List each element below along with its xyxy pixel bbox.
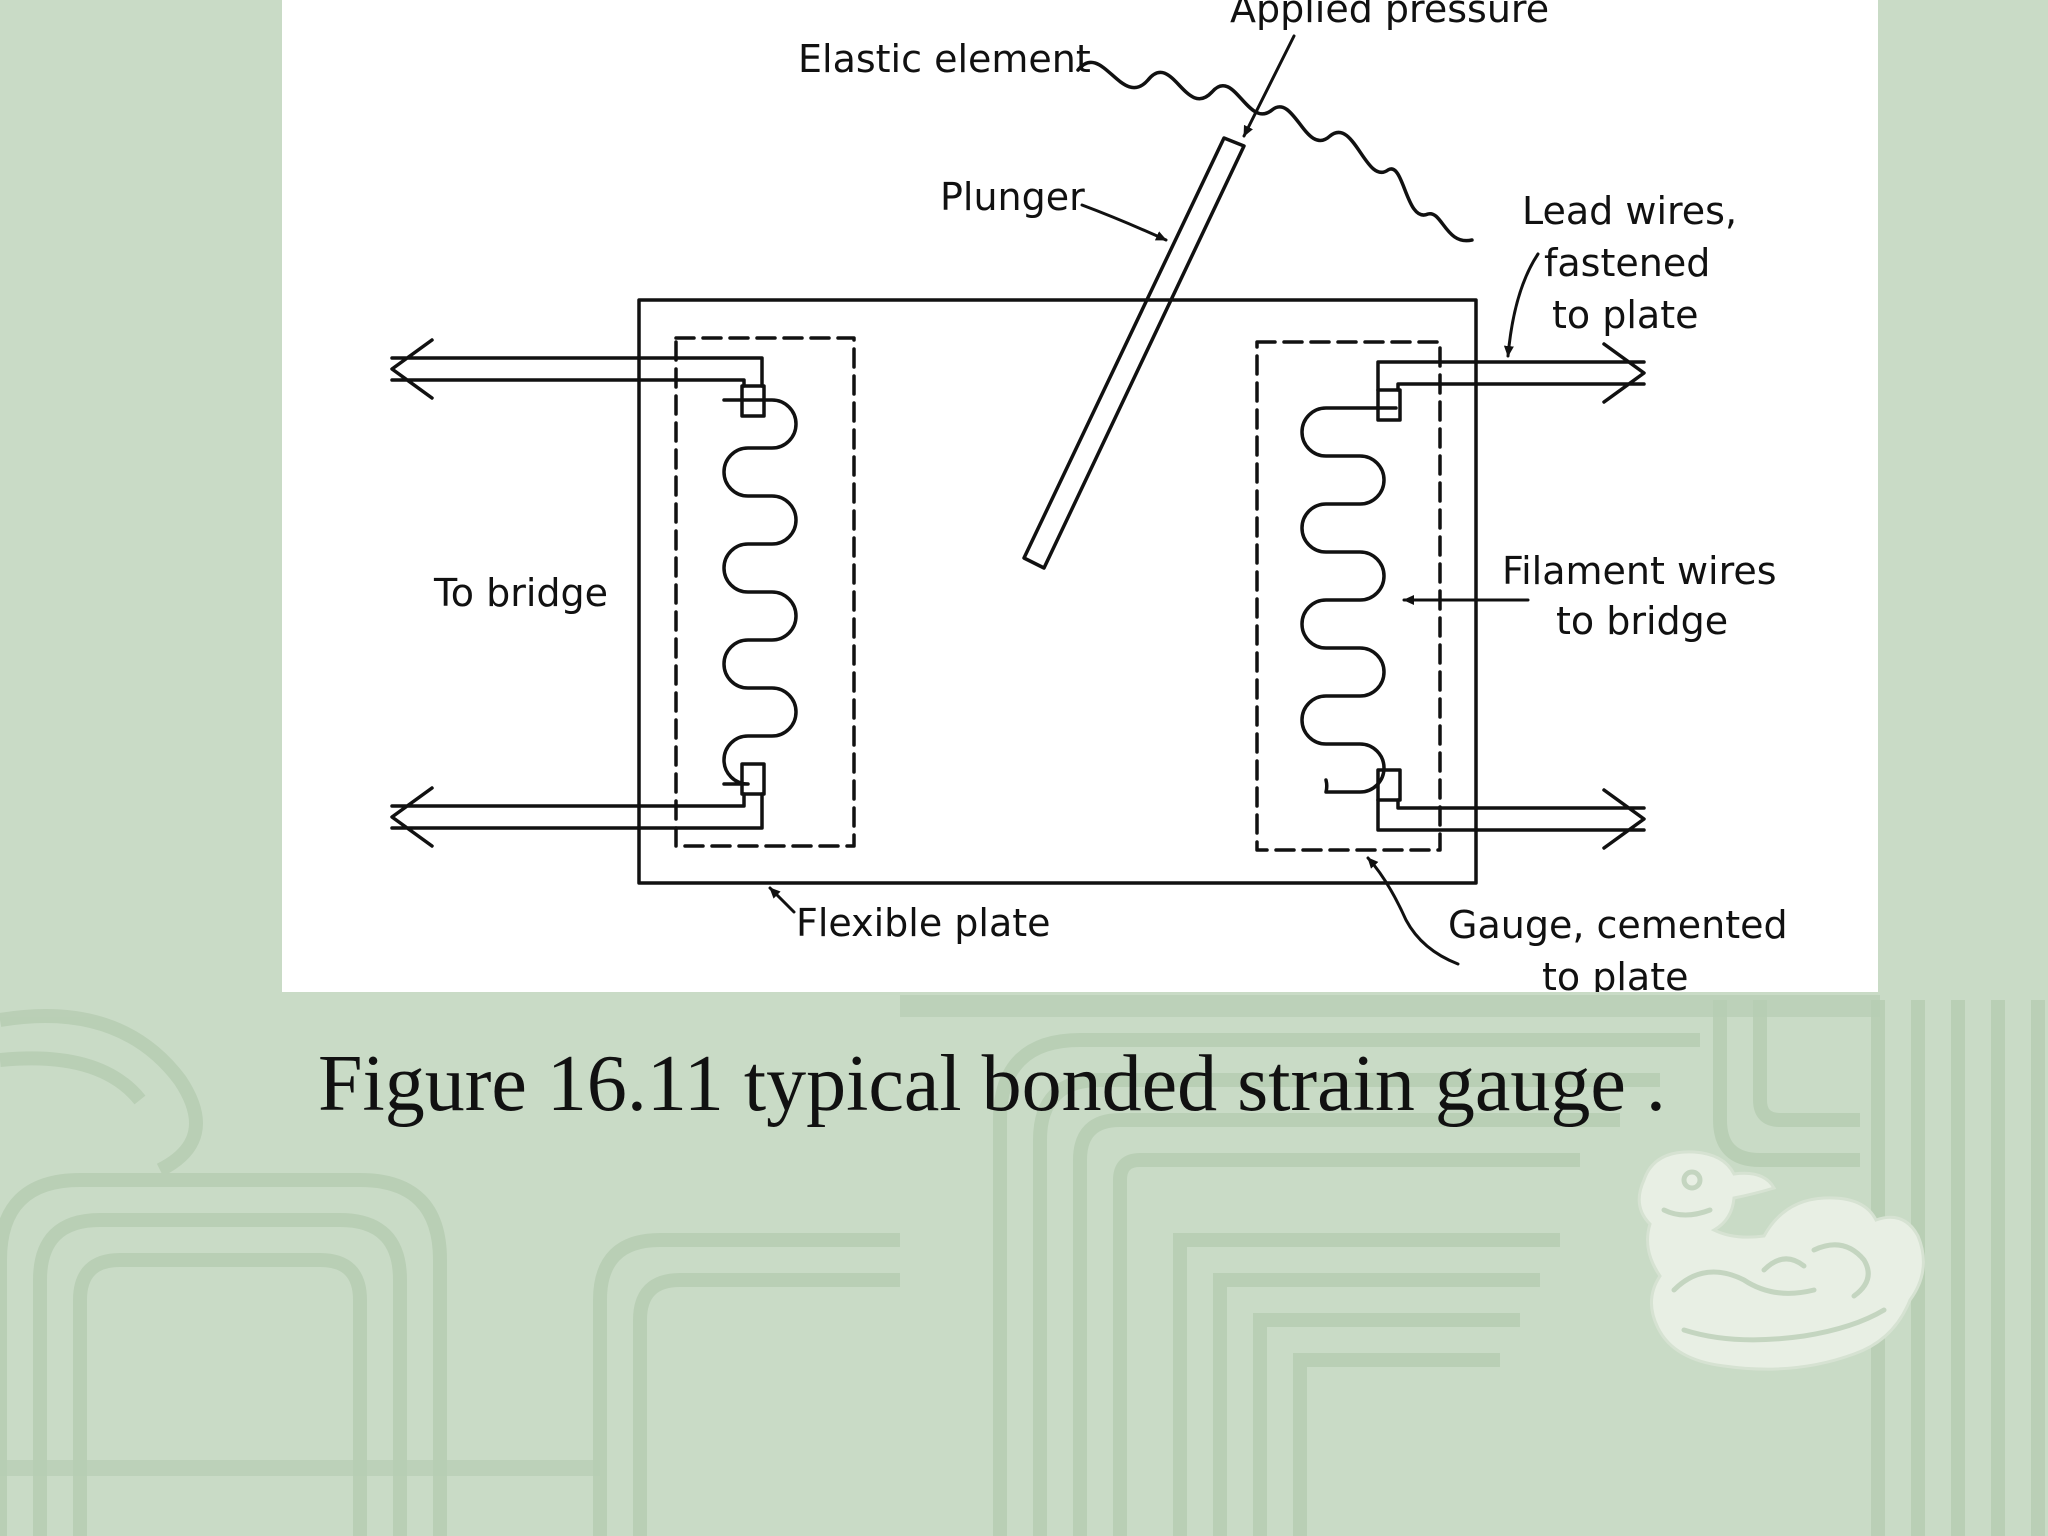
right-filament-wire [1300,406,1398,794]
label-gauge-line1: Gauge, cemented [1448,903,1788,947]
left-bottom-terminal [740,762,766,796]
strain-gauge-diagram: Applied pressure Elastic element Plunger… [390,0,1788,992]
plunger [1022,136,1246,570]
label-applied-pressure: Applied pressure [1230,0,1549,31]
elastic-element [1076,60,1474,243]
flexible-plate-leader [768,886,796,914]
lead-wires-leader [1503,252,1540,358]
label-to-bridge: To bridge [433,571,608,615]
right-top-terminal [1376,388,1402,422]
right-top-lead-wire [1376,342,1646,404]
left-top-lead-wire [390,338,764,400]
label-lead-wires-line3: to plate [1552,293,1698,337]
label-filament-wires-line2: to bridge [1556,599,1728,643]
gauge-leader [1366,856,1460,966]
left-gauge-outline [674,336,856,848]
label-elastic-element: Elastic element [798,37,1091,81]
jade-dragon-emblem-icon [1637,1150,1925,1371]
label-gauge-line2: to plate [1542,955,1688,992]
left-bottom-lead-wire [390,786,764,848]
left-top-terminal [740,384,766,418]
label-flexible-plate: Flexible plate [796,901,1051,945]
right-bottom-terminal [1376,768,1402,802]
figure-panel: Applied pressure Elastic element Plunger… [282,0,1878,992]
label-filament-wires-line1: Filament wires [1502,549,1777,593]
label-lead-wires-line1: Lead wires, [1522,189,1737,233]
figure-caption: Figure 16.11 typical bonded strain gauge… [318,1040,1666,1128]
left-filament-wire [722,398,798,786]
right-gauge-outline [1255,340,1442,852]
flexible-plate [637,298,1478,885]
label-lead-wires-line2: fastened [1544,241,1710,285]
label-plunger: Plunger [940,175,1085,219]
applied-pressure-arrow [1242,34,1296,138]
plunger-leader [1080,203,1168,242]
right-bottom-lead-wire [1376,788,1646,850]
